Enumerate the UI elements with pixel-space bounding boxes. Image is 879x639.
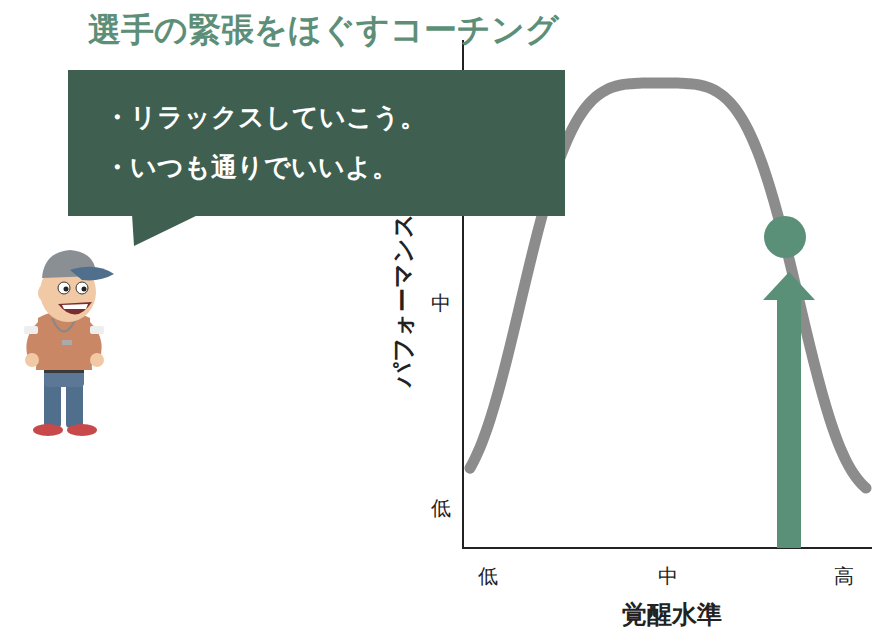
- bubble-tail: [132, 214, 200, 246]
- x-tick: 低: [478, 563, 498, 590]
- y-axis-title: パフォーマンス: [387, 213, 419, 387]
- x-axis: [462, 547, 872, 549]
- y-tick: 低: [431, 495, 451, 522]
- x-axis-title: 覚醒水準: [622, 598, 722, 631]
- title: 選手の緊張をほぐすコーチング: [88, 8, 559, 53]
- speech-bubble: ・リラックスしていこう。・いつも通りでいいよ。: [68, 70, 565, 216]
- x-tick: 高: [834, 563, 854, 590]
- x-tick: 中: [658, 563, 678, 590]
- y-tick: 中: [431, 290, 451, 317]
- current-point: [764, 216, 806, 258]
- bubble-text: ・リラックスしていこう。: [104, 92, 545, 142]
- arrow-shaft: [777, 298, 801, 548]
- bubble-text: ・いつも通りでいいよ。: [104, 142, 545, 192]
- arrow-head: [763, 272, 815, 300]
- coach-figure: [24, 250, 114, 436]
